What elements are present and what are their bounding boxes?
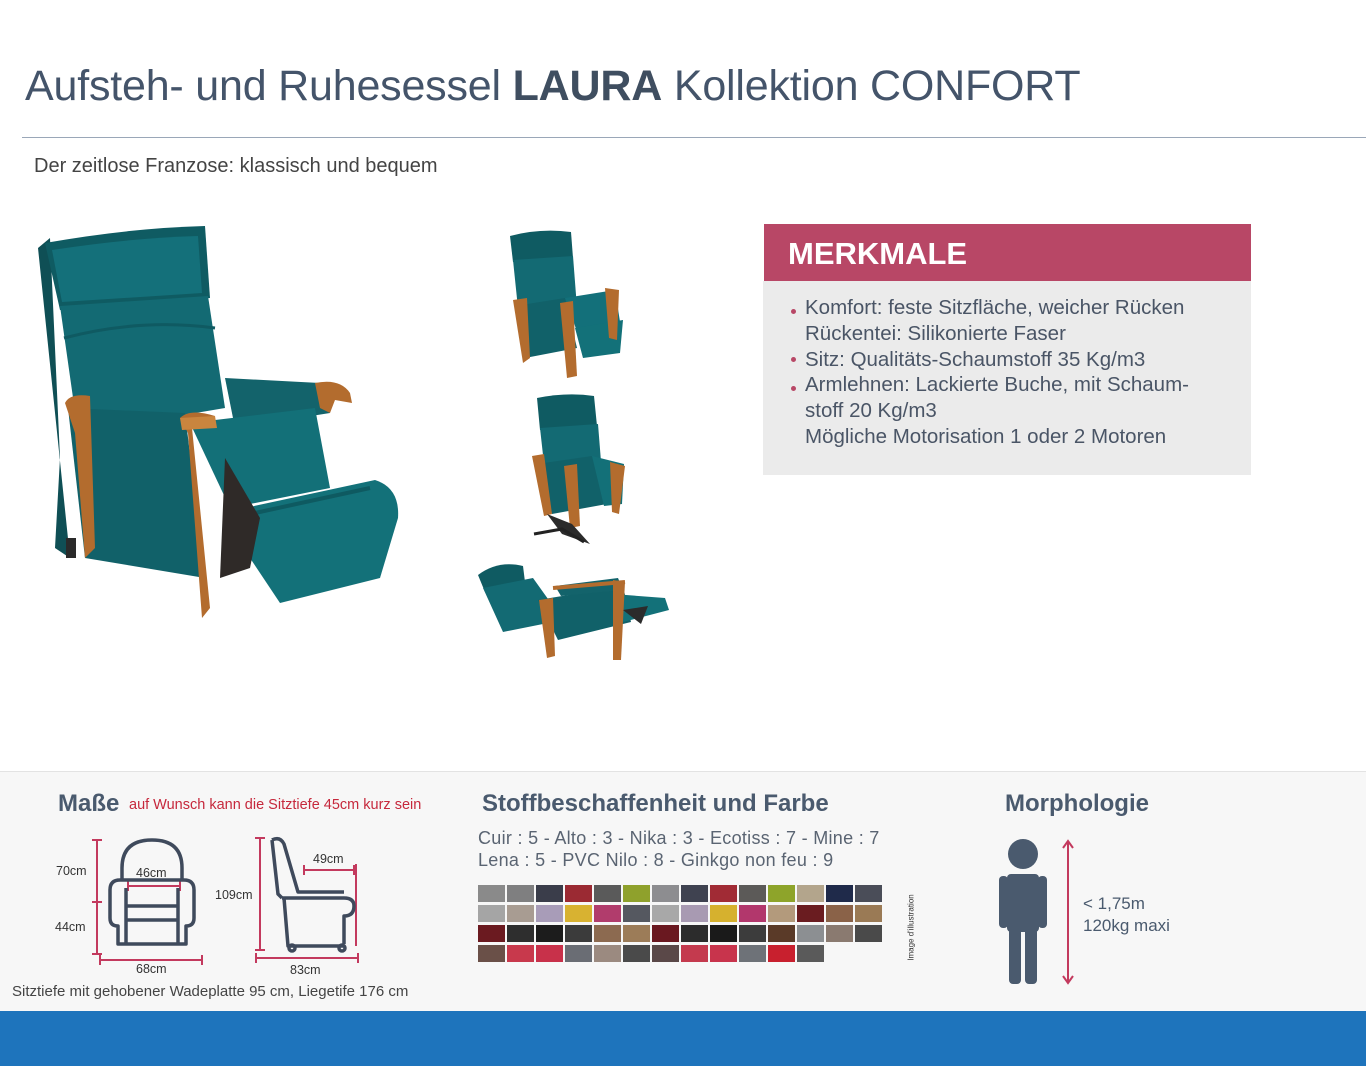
features-list: Komfort: feste Sitzfläche, weicher Rücke… <box>791 295 1189 450</box>
person-icon <box>999 839 1047 984</box>
fabric-swatch <box>652 905 679 922</box>
fabric-swatch <box>652 945 679 962</box>
fabric-swatch <box>565 885 592 902</box>
fabric-swatch <box>623 905 650 922</box>
main-chair-image <box>38 226 399 618</box>
bullet-icon <box>791 356 796 362</box>
fabric-swatch <box>826 925 853 942</box>
fabric-swatch <box>536 925 563 942</box>
feature-item: Armlehnen: Lackierte Buche, mit Schaum- <box>791 372 1189 398</box>
side-dimension-diagram <box>255 836 359 963</box>
fabric-swatch <box>797 945 824 962</box>
fabric-swatch <box>681 905 708 922</box>
page-title: Aufsteh- und Ruhesessel LAURA Kollektion… <box>25 62 1081 110</box>
fabric-swatch <box>855 925 882 942</box>
fabric-swatch <box>710 945 737 962</box>
fabric-swatch <box>768 945 795 962</box>
fabric-swatch <box>710 905 737 922</box>
fabric-swatch <box>855 905 882 922</box>
fabric-swatch <box>826 905 853 922</box>
fabric-swatch <box>739 925 766 942</box>
fabric-swatch <box>565 945 592 962</box>
fabric-swatch-grid <box>478 885 882 962</box>
fabric-swatch <box>623 925 650 942</box>
dim-seat-width: 46cm <box>136 866 167 880</box>
page-subtitle: Der zeitlose Franzose: klassisch und beq… <box>34 155 438 177</box>
features-panel: Komfort: feste Sitzfläche, weicher Rücke… <box>763 281 1251 475</box>
dim-seat-depth: 49cm <box>313 852 344 866</box>
max-weight: 120kg maxi <box>1083 916 1170 935</box>
dimensions-footnote: Sitztiefe mit gehobener Wadeplatte 95 cm… <box>12 983 409 1000</box>
chair-upright-image <box>510 230 623 378</box>
fabric-swatch <box>478 905 505 922</box>
dim-total-depth: 83cm <box>290 963 321 977</box>
fabric-swatch <box>594 945 621 962</box>
front-dimension-diagram <box>92 838 203 965</box>
fabric-swatch <box>478 925 505 942</box>
chair-reclined-image <box>478 564 669 660</box>
fabric-swatch <box>623 945 650 962</box>
fabric-swatch <box>710 925 737 942</box>
fabric-swatch <box>565 925 592 942</box>
fabric-swatch <box>681 885 708 902</box>
fabric-swatch <box>507 945 534 962</box>
fabric-options-line1: Cuir : 5 - Alto : 3 - Nika : 3 - Ecotiss… <box>478 828 880 848</box>
fabric-swatch <box>797 905 824 922</box>
fabric-swatch <box>739 885 766 902</box>
fabric-swatch <box>797 925 824 942</box>
fabric-swatch <box>797 885 824 902</box>
chair-lifting-image <box>532 394 625 544</box>
fabric-swatch <box>652 925 679 942</box>
fabric-swatch <box>768 885 795 902</box>
feature-item: Rückentei: Silikonierte Faser <box>805 321 1066 345</box>
features-header: MERKMALE <box>764 224 1251 281</box>
feature-item: Mögliche Motorisation 1 oder 2 Motoren <box>805 424 1167 448</box>
max-height: < 1,75m <box>1083 894 1145 913</box>
fabric-swatch <box>507 885 534 902</box>
fabric-swatch <box>681 945 708 962</box>
feature-item: Komfort: feste Sitzfläche, weicher Rücke… <box>791 295 1189 321</box>
fabric-swatch <box>739 905 766 922</box>
fabric-swatch <box>536 885 563 902</box>
fabric-swatch <box>768 925 795 942</box>
fabric-swatch <box>565 905 592 922</box>
height-arrow-icon <box>1062 839 1074 985</box>
features-heading: MERKMALE <box>788 236 968 271</box>
fabric-swatch <box>681 925 708 942</box>
fabric-options-line2: Lena : 5 - PVC Nilo : 8 - Ginkgo non feu… <box>478 850 834 870</box>
fabric-swatch <box>710 885 737 902</box>
fabric-swatch <box>478 945 505 962</box>
illustration-label: Image d'illustration <box>906 894 916 961</box>
fabric-swatch <box>855 885 882 902</box>
fabric-swatch <box>623 885 650 902</box>
fabric-swatch <box>594 885 621 902</box>
dim-total-width: 68cm <box>136 962 167 976</box>
footer-bar <box>0 1011 1366 1066</box>
fabric-swatch <box>768 905 795 922</box>
dim-seat-height: 44cm <box>55 920 86 934</box>
feature-item: Sitz: Qualitäts-Schaumstoff 35 Kg/m3 <box>791 347 1189 373</box>
dimensions-note: auf Wunsch kann die Sitztiefe 45cm kurz … <box>129 797 422 813</box>
morphology-heading: Morphologie <box>1005 790 1149 817</box>
fabric-swatch <box>826 885 853 902</box>
feature-item: stoff 20 Kg/m3 <box>805 399 937 423</box>
dim-back-height: 70cm <box>56 864 87 878</box>
fabric-swatch <box>594 925 621 942</box>
fabric-swatch <box>536 905 563 922</box>
dim-total-height: 109cm <box>215 888 253 902</box>
title-divider <box>22 137 1366 138</box>
bullet-icon <box>791 309 796 314</box>
fabric-swatch <box>478 885 505 902</box>
bullet-icon <box>791 386 796 392</box>
fabric-swatch <box>594 905 621 922</box>
fabric-swatch <box>739 945 766 962</box>
fabric-swatch <box>536 945 563 962</box>
fabric-heading: Stoffbeschaffenheit und Farbe <box>482 790 829 817</box>
model-name: LAURA <box>512 62 663 110</box>
fabric-swatch <box>507 905 534 922</box>
fabric-swatch <box>652 885 679 902</box>
fabric-swatch <box>507 925 534 942</box>
dimensions-heading: Maße <box>58 790 120 817</box>
